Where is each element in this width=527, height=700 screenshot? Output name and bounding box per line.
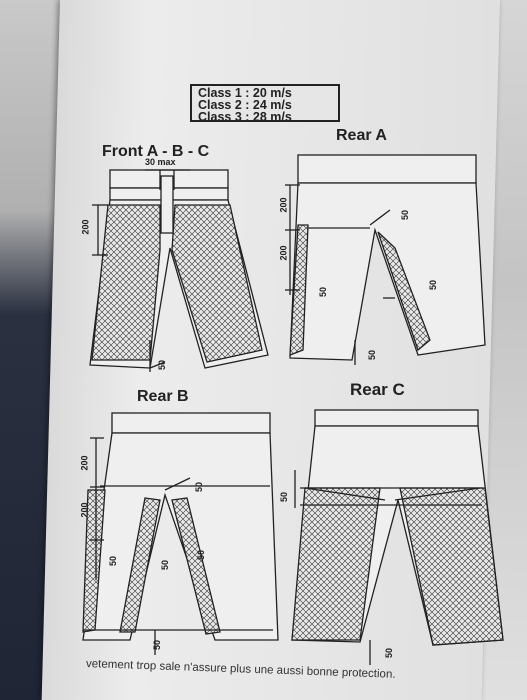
rear-c-dim-50-bottom-label: 50 [384, 647, 395, 659]
rear-a-dim-200-upper-label: 200 [278, 197, 289, 213]
rear-b-dim-50-top-label: 50 [194, 481, 205, 493]
class-3-line: Class 3 : 28 m/s [198, 110, 292, 124]
rear-a-trouser-figure [285, 154, 486, 365]
rear-c-trouser-figure [291, 409, 504, 665]
rear-b-dim-50-bottom-label: 50 [152, 639, 163, 651]
rear-b-dim-50-right-label: 50 [196, 549, 207, 561]
front-dim-200-label: 200 [80, 219, 91, 235]
class-2-line: Class 2 : 24 m/s [198, 98, 292, 112]
dim-30-max-label: 30 max [145, 157, 176, 167]
front-dim-50-label: 50 [157, 359, 168, 371]
rear-b-dim-50-mid-label: 50 [160, 559, 171, 571]
front-title: Front A - B - C [102, 143, 210, 160]
rear-a-title: Rear A [336, 127, 387, 144]
rear-a-dim-50-top-label: 50 [400, 209, 411, 221]
rear-b-dim-200-upper-label: 200 [79, 455, 90, 471]
rear-c-title: Rear C [350, 380, 405, 399]
rear-a-dim-50-right-label: 50 [428, 279, 439, 291]
front-trouser-figure [89, 169, 269, 372]
rear-b-trouser-figure [82, 412, 279, 655]
rear-a-dim-50-left-label: 50 [318, 286, 329, 298]
rear-a-dim-50-bottom-label: 50 [367, 349, 378, 361]
rear-c-dim-50-left-label: 50 [279, 491, 290, 503]
rear-b-dim-200-lower-label: 200 [79, 502, 90, 518]
class-1-line: Class 1 : 20 m/s [198, 86, 292, 100]
rear-b-title: Rear B [137, 388, 189, 405]
rear-b-dim-50-left-label: 50 [108, 555, 119, 567]
class-speed-box: Class 1 : 20 m/s Class 2 : 24 m/s Class … [190, 84, 340, 124]
rear-a-dim-200-lower-label: 200 [278, 245, 289, 261]
